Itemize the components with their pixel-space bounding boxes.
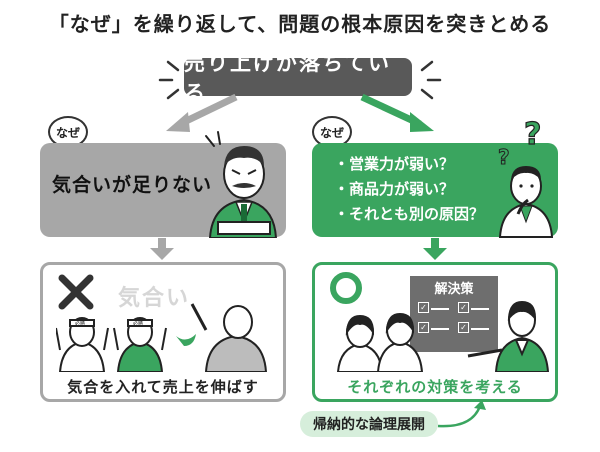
checkbox-icon: ✓ <box>458 302 469 313</box>
board-line <box>431 308 449 310</box>
checkbox-icon: ✓ <box>418 322 429 333</box>
checkbox-icon: ✓ <box>418 302 429 313</box>
arrow-to-left-icon <box>178 93 238 128</box>
emphasis-lines-icon <box>158 60 442 100</box>
whiteboard-title: 解決策 <box>434 282 474 297</box>
svg-text:?: ? <box>498 145 510 169</box>
board-line <box>431 328 449 330</box>
arrow-down-left-icon <box>150 248 174 260</box>
thinking-man-icon: ? ? <box>498 116 554 238</box>
cheering-team-icon: 必勝 必勝 <box>56 303 268 372</box>
right-action-text: それぞれの対策を考える <box>347 378 523 396</box>
meeting-people-icon <box>336 300 550 372</box>
reason-item: ・営業力が弱い？ <box>334 155 455 173</box>
angry-man-icon <box>205 131 278 238</box>
board-line <box>471 328 489 330</box>
page-title: 「なぜ」を繰り返して、問題の根本原因を突きとめる <box>48 12 552 36</box>
headband-text-1: 必勝 <box>75 320 85 327</box>
induction-tag: 帰納的な論理展開 <box>300 411 438 437</box>
circle-mark-icon <box>330 272 362 304</box>
why-bubble-right: なぜ <box>312 116 352 148</box>
why-bubble-left: なぜ <box>48 116 88 148</box>
whiteboard <box>410 276 498 352</box>
reason-item: ・商品力が弱い？ <box>334 180 455 198</box>
board-line <box>471 308 489 310</box>
arrow-down-right-icon <box>423 248 447 260</box>
svg-text:?: ? <box>524 117 541 152</box>
background-kiai-text: 気合い <box>118 286 191 311</box>
return-arrow-icon <box>437 400 486 428</box>
headband-text-2: 必勝 <box>133 320 143 327</box>
checkbox-icon: ✓ <box>458 322 469 333</box>
why-text-right: なぜ <box>319 125 344 140</box>
cause-text-left: 気合いが足りない <box>52 174 213 196</box>
wrong-action-text: 気合を入れて売上を伸ばす <box>67 378 259 396</box>
arrow-down-right-stem <box>431 238 439 250</box>
arrow-down-left-stem <box>158 238 166 250</box>
arrow-head-right-icon <box>410 112 434 132</box>
cross-mark-icon <box>58 274 94 310</box>
arrow-head-left-icon <box>166 112 190 132</box>
reason-list: ・営業力が弱い？ ・商品力が弱い？ ・それとも別の原因？ <box>334 152 484 227</box>
why-text-left: なぜ <box>55 125 80 140</box>
reason-item: ・それとも別の原因？ <box>334 205 485 223</box>
